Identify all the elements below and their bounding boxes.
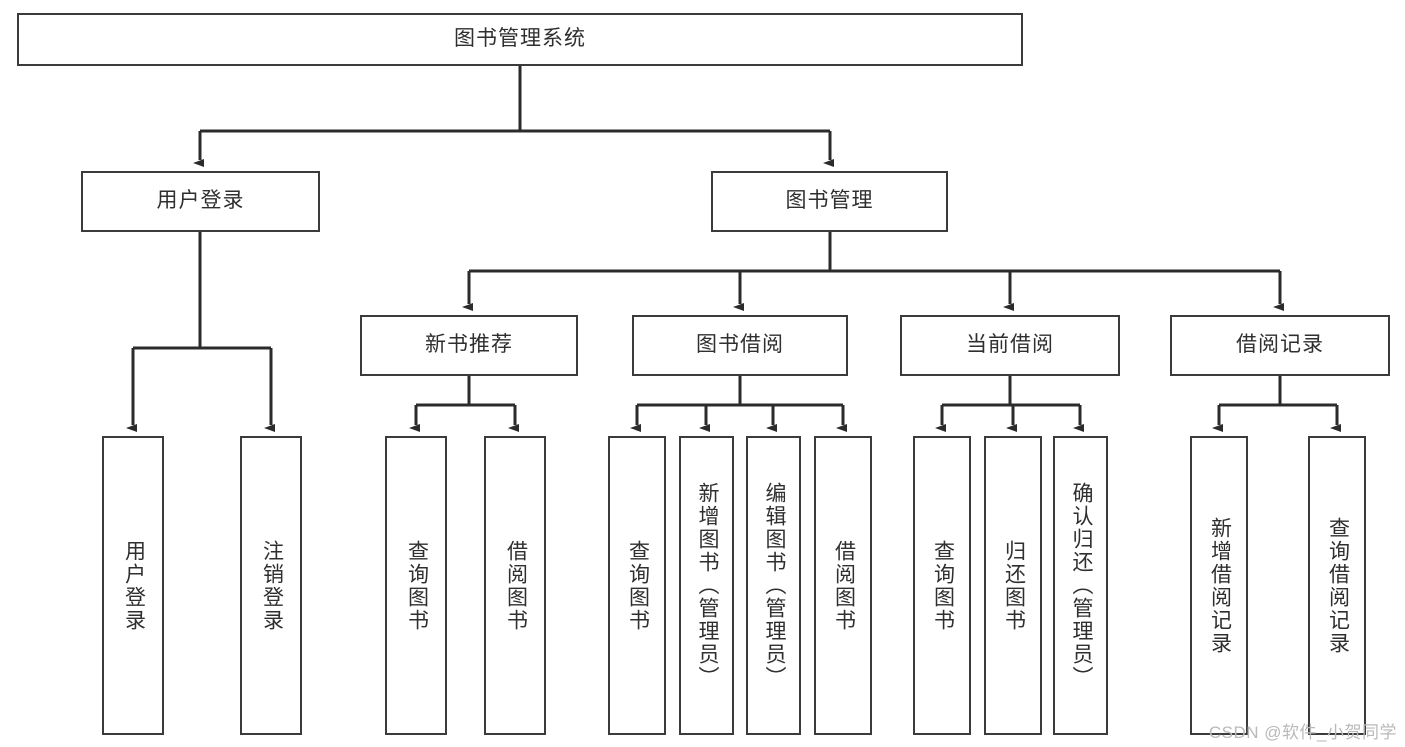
leaf-edit-book-label: 编辑图书（管理员） — [762, 482, 786, 689]
leaf-add-book[interactable]: 新增图书（管理员） — [679, 436, 734, 735]
leaf-query-book-3-label: 查询图书 — [931, 539, 955, 632]
leaf-return-book[interactable]: 归还图书 — [984, 436, 1042, 735]
node-root[interactable]: 图书管理系统 — [17, 13, 1023, 66]
leaf-confirm-return[interactable]: 确认归还（管理员） — [1053, 436, 1108, 735]
leaf-add-book-label: 新增图书（管理员） — [695, 482, 719, 689]
leaf-query-book-3[interactable]: 查询图书 — [913, 436, 971, 735]
leaf-add-record[interactable]: 新增借阅记录 — [1190, 436, 1248, 735]
node-book-manage-label: 图书管理 — [785, 189, 874, 213]
leaf-confirm-return-label: 确认归还（管理员） — [1069, 482, 1093, 689]
leaf-query-book-1[interactable]: 查询图书 — [385, 436, 447, 735]
leaf-user-login-label: 用户登录 — [122, 539, 146, 632]
leaf-query-book-1-label: 查询图书 — [405, 539, 429, 632]
leaf-borrow-book-1-label: 借阅图书 — [504, 539, 528, 632]
node-current-borrow[interactable]: 当前借阅 — [900, 315, 1120, 376]
leaf-logout[interactable]: 注销登录 — [240, 436, 302, 735]
leaf-query-record-label: 查询借阅记录 — [1326, 516, 1350, 655]
node-user-login-label: 用户登录 — [156, 189, 245, 213]
leaf-query-book-2[interactable]: 查询图书 — [608, 436, 666, 735]
node-root-label: 图书管理系统 — [454, 27, 586, 51]
leaf-query-record[interactable]: 查询借阅记录 — [1308, 436, 1366, 735]
node-borrow-record[interactable]: 借阅记录 — [1170, 315, 1390, 376]
node-book-borrow-label: 图书借阅 — [696, 333, 784, 357]
watermark: CSDN @软件_小贺同学 — [1208, 723, 1397, 742]
node-borrow-record-label: 借阅记录 — [1236, 333, 1324, 357]
leaf-add-record-label: 新增借阅记录 — [1208, 516, 1232, 655]
node-current-borrow-label: 当前借阅 — [966, 333, 1054, 357]
leaf-logout-label: 注销登录 — [260, 539, 284, 632]
leaf-edit-book[interactable]: 编辑图书（管理员） — [746, 436, 801, 735]
leaf-borrow-book-2-label: 借阅图书 — [832, 539, 856, 632]
leaf-return-book-label: 归还图书 — [1002, 539, 1026, 632]
leaf-user-login[interactable]: 用户登录 — [102, 436, 164, 735]
node-user-login[interactable]: 用户登录 — [81, 171, 320, 232]
leaf-borrow-book-1[interactable]: 借阅图书 — [484, 436, 546, 735]
node-new-book-recommend-label: 新书推荐 — [425, 333, 513, 357]
node-book-borrow[interactable]: 图书借阅 — [632, 315, 848, 376]
node-book-manage[interactable]: 图书管理 — [711, 171, 948, 232]
leaf-query-book-2-label: 查询图书 — [626, 539, 650, 632]
leaf-borrow-book-2[interactable]: 借阅图书 — [814, 436, 872, 735]
node-new-book-recommend[interactable]: 新书推荐 — [360, 315, 578, 376]
